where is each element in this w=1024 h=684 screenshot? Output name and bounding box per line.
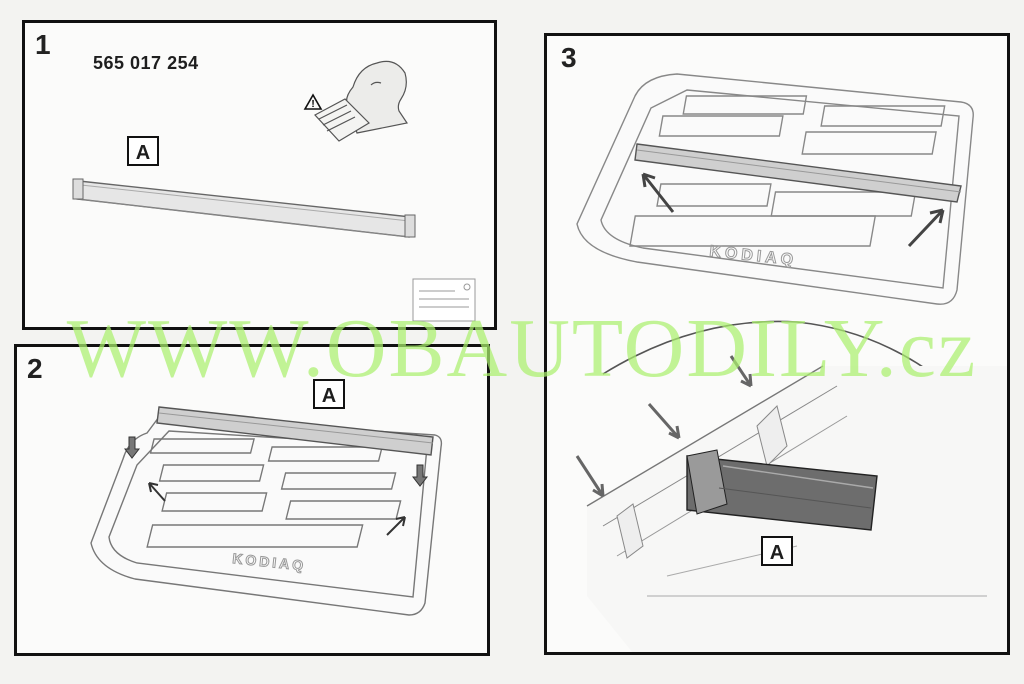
step-2-panel: KODIAQ 2 A — [14, 344, 490, 656]
luggage-tray — [90, 416, 443, 616]
push-down-icon — [123, 436, 429, 487]
step-1-illustration: ! — [72, 60, 476, 322]
part-number: 565 017 254 — [93, 53, 199, 73]
step-number: 1 — [35, 29, 51, 60]
load-bar — [156, 406, 434, 456]
read-manual-icon — [314, 60, 408, 142]
step-number: 3 — [561, 42, 577, 73]
arrow-icon — [148, 482, 406, 536]
svg-text:!: ! — [311, 99, 314, 110]
step-3-illustration: KODIAQ — [575, 73, 1007, 652]
detail-zoom — [586, 320, 1007, 652]
step-3-panel: KODIAQ — [544, 33, 1010, 655]
part-label-a: A — [313, 379, 345, 409]
warning-icon: ! — [303, 93, 323, 110]
load-bar — [634, 143, 962, 203]
part-label-a: A — [127, 136, 159, 166]
part-label-a: A — [761, 536, 793, 566]
luggage-tray — [576, 73, 974, 305]
step-2-illustration: KODIAQ — [90, 406, 443, 616]
load-bar — [72, 178, 416, 238]
arrow-icon — [641, 172, 945, 248]
document-icon — [412, 278, 476, 322]
step-1-panel: 1 565 017 254 A ! — [22, 20, 497, 330]
arrow-icon — [575, 355, 753, 498]
step-number: 2 — [27, 353, 43, 384]
